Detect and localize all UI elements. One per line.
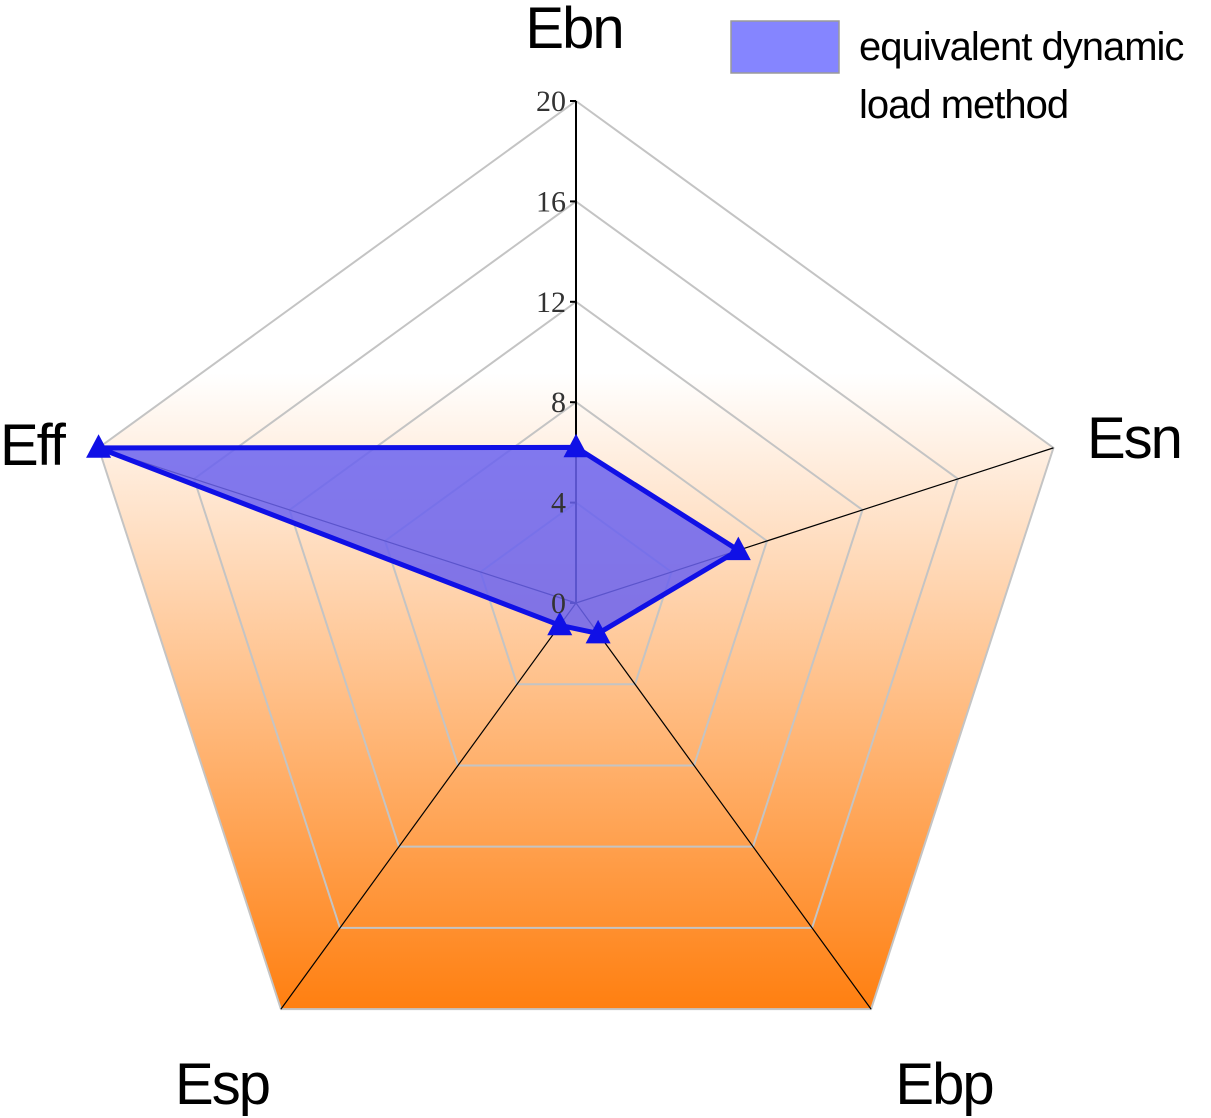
tick-label-12: 12 xyxy=(536,286,566,319)
series-marker-eff xyxy=(86,434,112,458)
series-marker-esn xyxy=(725,536,751,561)
grid-ring-20 xyxy=(97,99,1055,1011)
tick-label-0: 0 xyxy=(551,587,566,620)
axis-label-esp: Esp xyxy=(175,1052,269,1117)
axis-label-ebp: Ebp xyxy=(895,1052,992,1117)
legend-label-line-2: load method xyxy=(859,83,1068,127)
legend: equivalent dynamic load method xyxy=(730,20,1184,127)
grid-ring-16 xyxy=(192,200,960,929)
legend-swatch xyxy=(730,20,840,74)
tick-label-8: 8 xyxy=(551,386,566,419)
tick-label-16: 16 xyxy=(536,185,566,218)
tick-label-4: 4 xyxy=(551,487,566,520)
legend-label-line-1: equivalent dynamic xyxy=(859,25,1183,69)
axis-label-esn: Esn xyxy=(1087,406,1181,471)
radar-series xyxy=(86,433,751,644)
series-area-0 xyxy=(96,444,741,636)
series-marker-ebp xyxy=(585,619,611,644)
axis-line-ebp xyxy=(575,602,872,1010)
series-marker-esp xyxy=(547,611,573,636)
series-marker-ebn xyxy=(563,433,589,458)
radar-tick-labels: 0 4 8 12 16 20 xyxy=(536,85,566,620)
axis-label-ebn: Ebn xyxy=(525,0,622,61)
axis-line-esp xyxy=(280,602,577,1010)
axis-label-eff: Eff xyxy=(0,413,67,478)
tick-label-20: 20 xyxy=(536,85,566,118)
